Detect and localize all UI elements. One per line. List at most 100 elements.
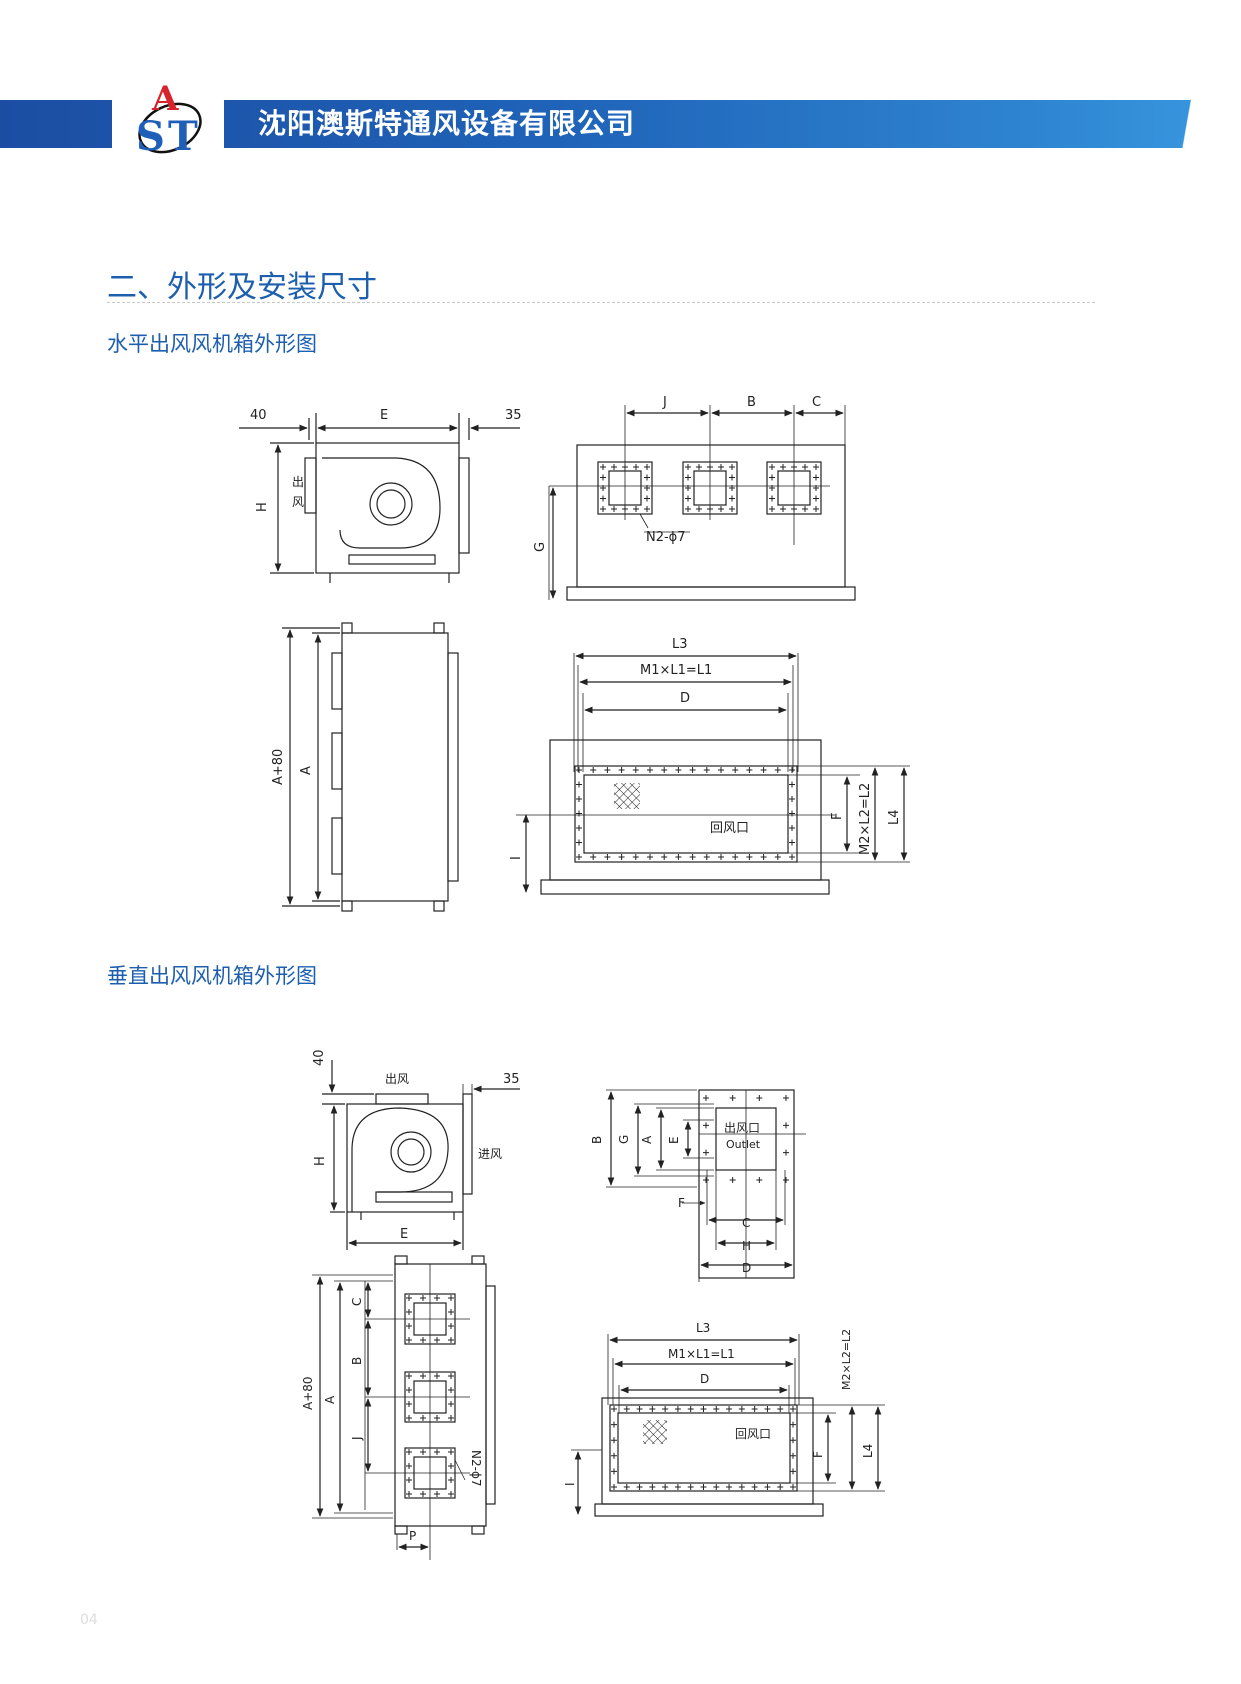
bolt-mark — [746, 854, 753, 860]
section-title: 二、外形及安装尺寸 — [107, 270, 377, 305]
bolt-mark — [751, 1484, 758, 1490]
bolt-mark — [576, 839, 582, 846]
bolt-mark — [685, 495, 691, 502]
h-side-outlet-1: 出 — [292, 475, 304, 489]
page-number: 04 — [80, 1612, 98, 1628]
bolt-mark — [576, 810, 582, 817]
v-rear-dim-i: I — [563, 1482, 577, 1486]
bolt-mark — [434, 1415, 440, 1421]
bolt-mark — [600, 506, 606, 512]
bolt-mark — [647, 767, 653, 773]
bolt-mark — [718, 464, 724, 470]
bolt-mark — [406, 1309, 412, 1315]
bolt-mark — [783, 1177, 789, 1183]
bolt-mark — [729, 464, 735, 470]
h-rear-dim-m2: M2×L2=L2 — [858, 783, 873, 855]
bolt-mark — [406, 1387, 412, 1393]
bolt-mark — [600, 495, 606, 502]
bolt-mark — [769, 506, 775, 512]
h-front-hole-label: N2-ϕ7 — [646, 530, 686, 545]
bolt-mark — [689, 767, 696, 773]
bolt-mark — [644, 464, 650, 470]
bolt-mark — [783, 1095, 789, 1101]
bolt-mark — [687, 1406, 694, 1412]
bolt-mark — [790, 1437, 796, 1444]
h-plan-dim-inner: A — [299, 766, 314, 775]
section-divider — [107, 302, 1095, 303]
bolt-mark — [700, 1406, 707, 1412]
bolt-mark — [813, 474, 819, 481]
bolt-mark — [789, 854, 795, 860]
v-plan-hole-label: N2-ϕ7 — [469, 1450, 483, 1487]
company-name: 沈阳澳斯特通风设备有限公司 — [258, 107, 636, 140]
bolt-mark — [769, 495, 775, 502]
v-side-outlet: 出风 — [385, 1072, 409, 1086]
bolt-mark — [789, 825, 795, 831]
h-rear-dim-l3: L3 — [672, 637, 688, 652]
v-plan-dim-inner: A — [323, 1395, 337, 1404]
bolt-mark — [685, 474, 691, 481]
bolt-mark — [732, 854, 739, 860]
bolt-mark — [718, 767, 724, 773]
bolt-mark — [685, 464, 691, 470]
v-plan-dim-c: C — [350, 1298, 364, 1306]
h-front-dim-c: C — [812, 395, 821, 410]
h-side-view — [239, 413, 520, 583]
h-side-dim-top: E — [380, 408, 388, 423]
bolt-mark — [729, 485, 735, 491]
bolt-mark — [738, 1406, 745, 1412]
bolt-mark — [738, 1484, 745, 1490]
bolt-mark — [406, 1295, 412, 1301]
h-side-dim-height: H — [255, 502, 270, 512]
h-rear-dim-l4: L4 — [887, 809, 902, 825]
bolt-mark — [707, 506, 713, 512]
bolt-mark — [674, 1406, 681, 1412]
horizontal-title: 水平出风风机箱外形图 — [107, 332, 317, 356]
bolt-mark — [764, 1484, 771, 1490]
v-side-dim-width: E — [400, 1227, 408, 1242]
bolt-mark — [576, 854, 582, 860]
bolt-mark — [774, 767, 781, 773]
bolt-mark — [406, 1491, 412, 1497]
v-top-dim-h: H — [742, 1239, 751, 1253]
vertical-title: 垂直出风风机箱外形图 — [107, 964, 317, 988]
bolt-mark — [406, 1401, 412, 1407]
bolt-mark — [448, 1387, 454, 1393]
bolt-mark — [769, 485, 775, 491]
bolt-mark — [448, 1401, 454, 1407]
h-front-view — [548, 405, 856, 601]
h-plan-dim-outer: A+80 — [271, 749, 286, 785]
h-front-dim-g: G — [533, 542, 548, 552]
bolt-mark — [611, 1421, 617, 1428]
bolt-mark — [611, 1437, 617, 1444]
v-rear-dim-l3: L3 — [696, 1321, 710, 1335]
v-top-dim-e: E — [667, 1136, 681, 1144]
bolt-mark — [813, 506, 819, 512]
bolt-mark — [590, 767, 597, 773]
bolt-mark — [783, 1149, 789, 1156]
bolt-mark — [729, 1177, 736, 1183]
bolt-mark — [420, 1337, 426, 1343]
v-rear-return-label: 回风口 — [735, 1427, 771, 1441]
h-rear-dim-d: D — [680, 691, 690, 706]
bolt-mark — [434, 1295, 440, 1301]
v-side-inlet: 进风 — [478, 1147, 502, 1161]
bolt-mark — [611, 1406, 617, 1412]
v-plan-view — [312, 1255, 496, 1560]
bolt-mark — [434, 1449, 440, 1455]
bolt-mark — [703, 1095, 709, 1101]
company-logo: A S T — [136, 79, 202, 160]
bolt-mark — [718, 854, 724, 860]
bolt-mark — [576, 796, 582, 802]
bolt-mark — [406, 1415, 412, 1421]
bolt-mark — [644, 474, 650, 481]
bolt-mark — [713, 1484, 720, 1490]
v-top-outlet-en: Outlet — [726, 1138, 761, 1151]
bolt-mark — [703, 1149, 709, 1156]
bolt-mark — [789, 810, 795, 817]
bolt-mark — [685, 506, 691, 512]
v-top-dim-d: D — [742, 1261, 751, 1275]
bolt-mark — [700, 1484, 707, 1490]
